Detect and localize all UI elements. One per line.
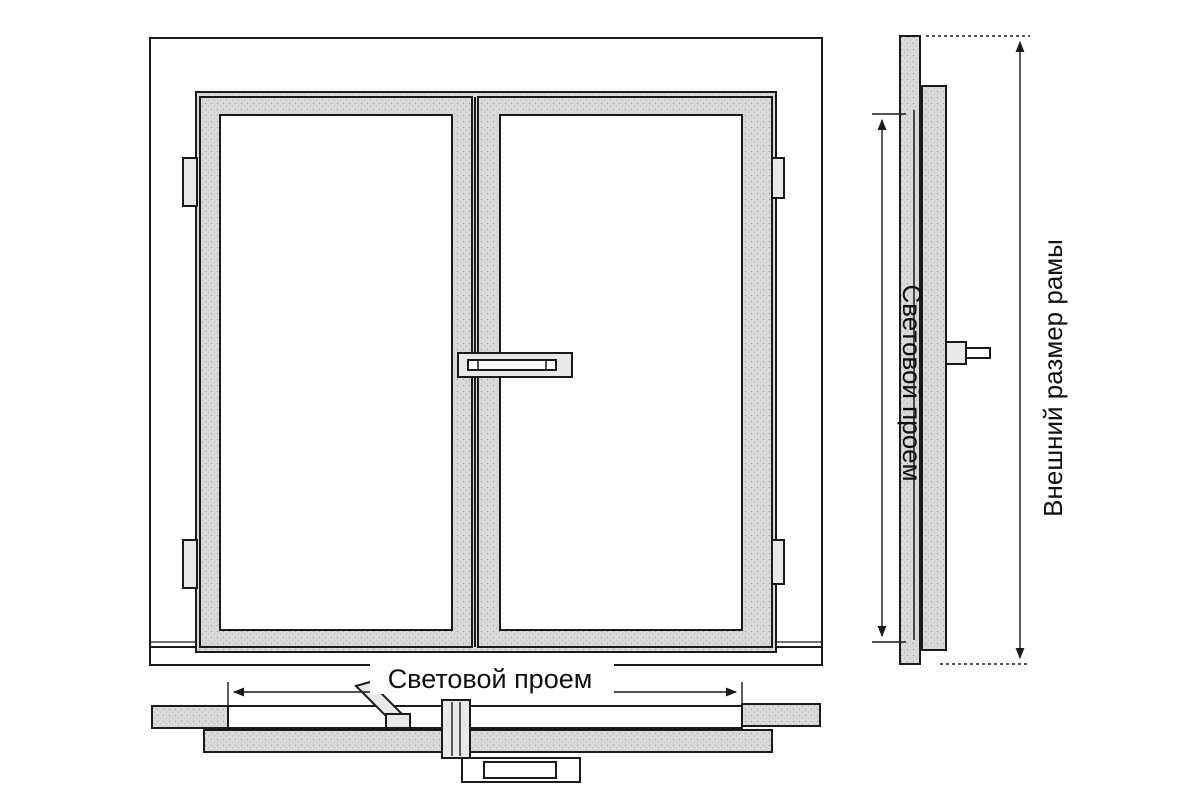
hinge-bottom-right — [771, 539, 785, 585]
handle — [457, 352, 573, 378]
hinge-bottom-left — [182, 539, 198, 589]
plan-wall-left — [151, 705, 229, 729]
label-light-opening-bottom: Световой проем — [388, 664, 593, 694]
dim-outer-frame — [926, 35, 1030, 665]
plan-mullion — [441, 699, 471, 759]
front-view — [149, 37, 823, 666]
hinge-top-right — [771, 157, 785, 199]
left-glass — [219, 114, 453, 631]
plan-handle-box — [461, 752, 581, 783]
label-light-opening-side: Световой проем — [897, 284, 927, 481]
plan-wall-right — [741, 703, 821, 727]
hinge-top-left — [182, 157, 198, 207]
plan-sash — [203, 729, 773, 753]
dim-light-opening-vertical — [872, 113, 906, 643]
side-sash — [921, 85, 947, 651]
side-wall — [899, 35, 921, 665]
plan-view — [151, 680, 821, 783]
side-handle — [945, 341, 967, 365]
side-view — [899, 35, 991, 665]
label-outer-frame-size: Внешний размер рамы — [1038, 239, 1068, 517]
